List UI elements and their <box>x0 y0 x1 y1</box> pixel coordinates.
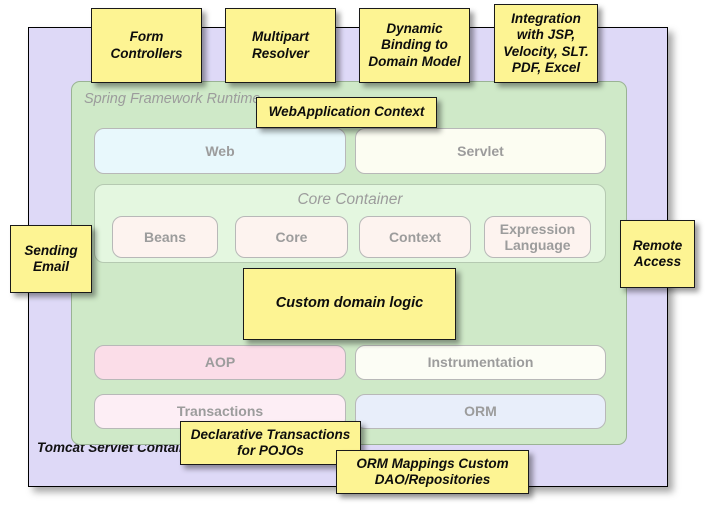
note-remote-access-label: Remote Access <box>632 237 683 269</box>
note-dynamic-binding-label: Dynamic Binding to Domain Model <box>368 20 461 69</box>
module-instrumentation[interactable]: Instrumentation <box>355 345 606 380</box>
note-form-controllers[interactable]: Form Controllers <box>91 8 202 83</box>
note-dynamic-binding[interactable]: Dynamic Binding to Domain Model <box>359 8 470 83</box>
module-transactions-label: Transactions <box>176 403 264 420</box>
module-core-label: Core <box>275 228 308 245</box>
module-beans-label: Beans <box>143 228 187 245</box>
module-servlet[interactable]: Servlet <box>355 128 606 174</box>
note-webapplication-context-label: WebApplication Context <box>268 104 425 120</box>
core-container-panel: Core Container Beans Core Context Expres… <box>94 184 606 263</box>
module-aop-label: AOP <box>204 354 236 371</box>
note-remote-access[interactable]: Remote Access <box>620 220 695 288</box>
module-context-label: Context <box>388 228 442 245</box>
spring-runtime-label: Spring Framework Runtime <box>84 91 261 107</box>
spring-framework-runtime: Spring Framework Runtime Web Servlet Cor… <box>71 81 627 445</box>
note-integration[interactable]: Integration with JSP, Velocity, SLT. PDF… <box>494 4 598 83</box>
module-servlet-label: Servlet <box>457 142 504 159</box>
module-web-label: Web <box>205 142 235 159</box>
note-sending-email-label: Sending Email <box>24 242 78 274</box>
module-orm[interactable]: ORM <box>355 394 606 429</box>
note-orm-mappings-label: ORM Mappings Custom DAO/Repositories <box>356 455 509 487</box>
module-core[interactable]: Core <box>235 216 348 258</box>
note-multipart-resolver-label: Multipart Resolver <box>251 29 310 61</box>
module-expression-language[interactable]: Expression Language <box>484 216 591 258</box>
module-beans[interactable]: Beans <box>112 216 218 258</box>
note-form-controllers-label: Form Controllers <box>110 29 183 61</box>
note-sending-email[interactable]: Sending Email <box>10 225 92 293</box>
note-orm-mappings[interactable]: ORM Mappings Custom DAO/Repositories <box>336 450 529 494</box>
note-multipart-resolver[interactable]: Multipart Resolver <box>225 8 336 83</box>
module-expression-language-label: Expression Language <box>499 220 576 253</box>
module-instrumentation-label: Instrumentation <box>427 354 534 371</box>
note-webapplication-context[interactable]: WebApplication Context <box>256 97 437 128</box>
note-custom-domain-logic[interactable]: Custom domain logic <box>243 268 456 340</box>
note-declarative-transactions-label: Declarative Transactions for POJOs <box>190 426 351 458</box>
module-context[interactable]: Context <box>359 216 471 258</box>
note-custom-domain-logic-label: Custom domain logic <box>275 295 424 312</box>
note-integration-label: Integration with JSP, Velocity, SLT. PDF… <box>503 10 589 75</box>
tomcat-servlet-container: Tomcat Servlet Container Spring Framewor… <box>28 27 668 487</box>
core-container-label: Core Container <box>297 191 403 208</box>
note-declarative-transactions[interactable]: Declarative Transactions for POJOs <box>180 421 361 465</box>
module-aop[interactable]: AOP <box>94 345 346 380</box>
module-orm-label: ORM <box>464 403 497 420</box>
module-web[interactable]: Web <box>94 128 346 174</box>
